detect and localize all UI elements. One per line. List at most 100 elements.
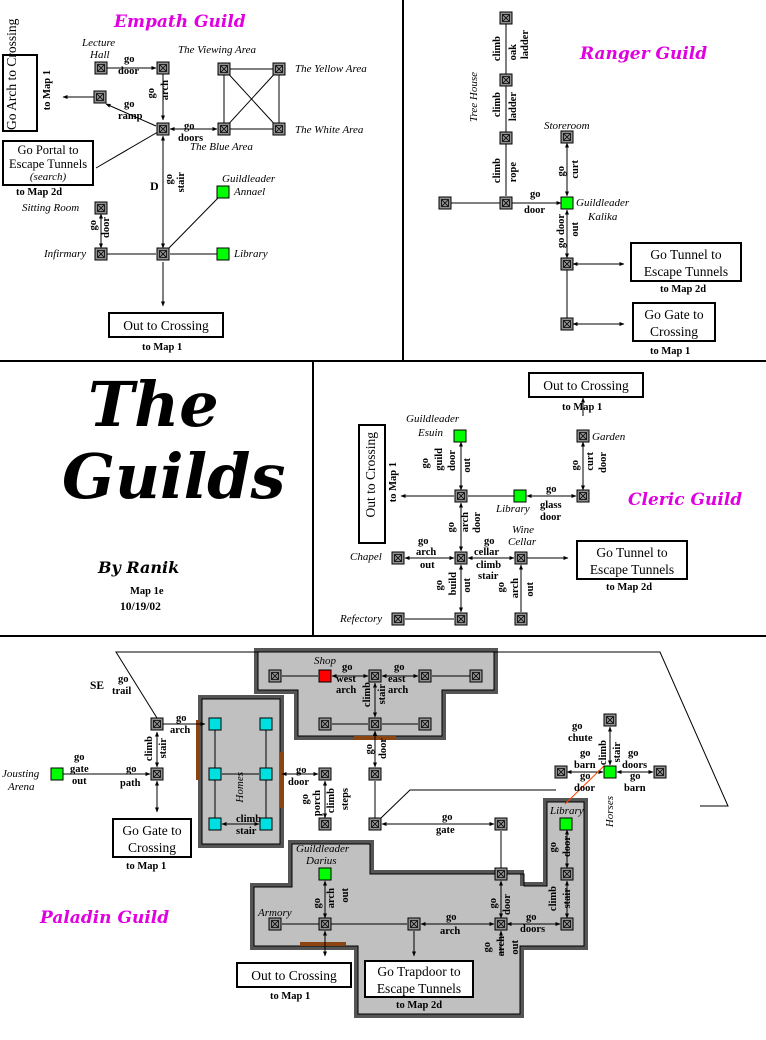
cmd-p-door2: door <box>288 777 309 788</box>
cleric-guild-title: Cleric Guild <box>628 490 743 510</box>
map-date: 10/19/02 <box>120 601 161 613</box>
cmd-go-door2-ranger: go door <box>556 214 567 249</box>
yellow-node <box>272 62 286 76</box>
cmd-go-doors: go <box>184 121 195 132</box>
cmd-p-go-door2: go <box>296 765 307 776</box>
cmd-p-go-doors2: go <box>526 912 537 923</box>
chute-node <box>603 713 617 727</box>
empath-library-label: Library <box>234 248 268 260</box>
exit-paladin-gate[interactable]: Go Gate to Crossing <box>112 818 192 858</box>
cmd-c-go-cellar: go <box>484 536 495 547</box>
cmd-p-barn2: barn <box>624 783 646 794</box>
cmd-p-gate: gate <box>70 764 89 775</box>
cmd-p-climb-s: climb <box>362 682 373 708</box>
ranger-west-node <box>438 196 452 210</box>
cmd-go-ramp: go <box>124 99 135 110</box>
cmd-p-go-porch: go <box>300 794 311 805</box>
cmd-climb-rope: climb <box>492 158 503 184</box>
shop-west-node <box>268 669 282 683</box>
cmd-p-out-g: out <box>340 888 351 903</box>
cmd-p-stair-a: stair <box>158 738 169 759</box>
cmd-c-out-b: out <box>420 560 435 571</box>
exit-ranger-tunnel[interactable]: Go Tunnel to Escape Tunnels <box>630 242 742 282</box>
cmd-p-doors2: doors <box>520 924 546 935</box>
cmd-ramp: ramp <box>118 111 143 122</box>
home-node-4 <box>259 767 273 781</box>
cmd-c-arch3: arch <box>510 578 521 599</box>
stair-node <box>150 717 164 731</box>
cmd-p-barn: barn <box>574 760 596 771</box>
cmd-p-west: west <box>336 674 356 685</box>
white-area-label: The White Area <box>295 124 364 136</box>
cmd-p-go-door: go <box>364 744 375 755</box>
cmd-curt: curt <box>570 160 581 179</box>
cmd-c-out-c: out <box>462 578 473 593</box>
cmd-p-steps: steps <box>340 788 351 811</box>
barn-node <box>554 765 568 779</box>
empath-guildleader-label: Guildleader <box>222 173 276 185</box>
cmd-c-door-b: door <box>598 452 609 473</box>
cmd-c-arch: arch <box>460 512 471 533</box>
lower-node <box>494 867 508 881</box>
path-node <box>150 767 164 781</box>
exit-empath-out-crossing[interactable]: Out to Crossing <box>108 312 224 338</box>
exit-ranger-gate[interactable]: Go Gate to Crossing <box>632 302 716 342</box>
cleric-mid <box>454 551 468 565</box>
cmd-p-go-chute: go <box>572 721 583 732</box>
exit-cleric-out-crossing-2[interactable]: Out to Crossing <box>528 372 644 398</box>
exit-arch-crossing[interactable]: Go Arch to Crossing <box>2 19 38 132</box>
cmd-p-go-gate2: go <box>442 812 453 823</box>
exit-cleric-out-2-map: to Map 1 <box>562 402 603 413</box>
cmd-p-out3: out <box>510 940 521 955</box>
homes-label: Homes <box>234 772 246 803</box>
shop-far-node <box>469 669 483 683</box>
cmd-p-go-doors: go <box>628 748 639 759</box>
cmd-p-climb-st3: climb <box>548 886 559 912</box>
cmd-p-arch-w: arch <box>336 685 357 696</box>
chapel-label: Chapel <box>350 551 382 563</box>
cmd-p-doors: doors <box>622 760 648 771</box>
cmd-p-chute: chute <box>568 733 593 744</box>
home-node-5 <box>208 817 222 831</box>
wine-label: Wine <box>512 524 534 536</box>
cmd-out-ranger: out <box>570 222 581 237</box>
cmd-p-path: path <box>120 778 141 789</box>
steps-node <box>318 817 332 831</box>
armory-node <box>268 917 282 931</box>
cmd-p-stair-3: stair <box>562 888 573 909</box>
cmd-c-door-a: door <box>447 450 458 471</box>
cellar-node <box>514 551 528 565</box>
main-title-line1: The <box>88 368 219 441</box>
cmd-p-climb-steps: climb <box>326 788 337 814</box>
cmd-p-go-door5: go <box>488 898 499 909</box>
line-ramp <box>105 103 157 127</box>
cmd-go-arch: go <box>146 88 157 99</box>
ranger-guildleader-label: Guildleader <box>576 197 630 209</box>
exit-cleric-tunnel[interactable]: Go Tunnel to Escape Tunnels <box>576 540 688 580</box>
gate-node <box>560 317 574 331</box>
cmd-p-go-arch3: go <box>482 942 493 953</box>
exit-cleric-out-crossing-1[interactable]: Out to Crossing <box>358 424 386 544</box>
cmd-stair: stair <box>176 172 187 193</box>
cmd-p-arch3: arch <box>496 936 507 957</box>
cmd-p-go-west: go <box>342 662 353 673</box>
shop-low-w <box>318 717 332 731</box>
white-node <box>272 122 286 136</box>
cmd-go-door: go <box>124 54 135 65</box>
hub-node <box>156 122 170 136</box>
exit-portal-escape[interactable]: Go Portal to Escape Tunnels (search) <box>2 140 94 186</box>
paladin-guild-title: Paladin Guild <box>40 908 170 928</box>
lecture-hall-label-1: Lecture <box>82 37 116 49</box>
exit-paladin-trapdoor[interactable]: Go Trapdoor to Escape Tunnels <box>364 960 474 998</box>
cmd-c-out-d: out <box>525 582 536 597</box>
cmd-p-porch: porch <box>312 790 323 817</box>
line-portal <box>95 128 164 169</box>
lecture-hall-node <box>94 61 108 75</box>
cmd-p-go-path: go <box>126 764 137 775</box>
sitting-node <box>94 201 108 215</box>
gate-west-node <box>368 817 382 831</box>
exit-paladin-out-crossing[interactable]: Out to Crossing <box>236 962 352 988</box>
cmd-p-climb: climb <box>144 736 155 762</box>
treehouse-node <box>499 131 513 145</box>
